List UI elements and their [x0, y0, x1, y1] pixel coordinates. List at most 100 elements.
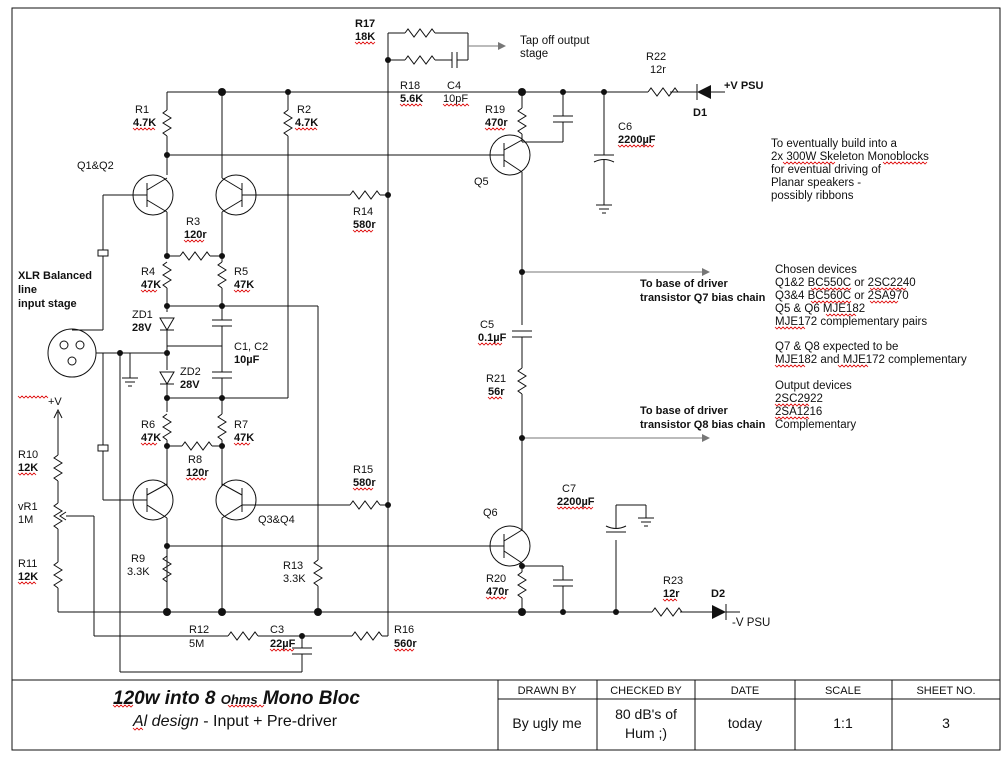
label-c1c2-val: 10µF	[234, 354, 260, 366]
drawing-title: 120w into 8 Ohms Mono Bloc	[113, 688, 360, 709]
label-r4-val: 47K	[141, 279, 161, 291]
q8-bias-line-2: transistor Q8 bias chain	[640, 419, 766, 431]
title-end: Mono Bloc	[258, 688, 361, 709]
label-c7-ref: C7	[562, 483, 576, 495]
xlr-label-3: input stage	[18, 298, 77, 310]
label-r18-ref: R18	[400, 80, 420, 92]
label-r19-ref: R19	[485, 104, 505, 116]
tap-off-line-1: Tap off output	[520, 35, 590, 47]
label-r21-ref: R21	[486, 373, 506, 385]
offset-trim-network	[53, 353, 389, 673]
xlr-connector	[47, 195, 167, 500]
label-r22-ref: R22	[646, 51, 666, 63]
drawn-by-header: DRAWN BY	[518, 685, 578, 697]
label-c4-ref: C4	[447, 80, 461, 92]
vplus-psu-label: +V PSU	[724, 80, 763, 92]
label-r16-val: 560r	[394, 638, 417, 650]
checked-by-value-2: Hum ;)	[625, 725, 667, 741]
note-output-2: 2SC2922	[775, 393, 823, 405]
date-header: DATE	[731, 685, 760, 697]
label-r23-val: 12r	[663, 588, 680, 600]
label-r14-val: 580r	[353, 219, 376, 231]
vminus-psu-label: -V PSU	[732, 617, 770, 629]
sheet-value: 3	[942, 715, 950, 731]
label-r2-val: 4.7K	[295, 117, 318, 129]
q1q2-label: Q1&Q2	[77, 160, 114, 172]
label-c7-val: 2200µF	[557, 496, 595, 508]
vas-stage	[489, 92, 710, 612]
subtitle-desc: - Input + Pre-driver	[199, 713, 338, 730]
label-r15-val: 580r	[353, 477, 376, 489]
misc-labels: Tap off output stage +V PSU -V PSU D1 D2…	[18, 35, 770, 629]
title-ohms: Ohms	[221, 692, 258, 707]
label-r5-ref: R5	[234, 266, 248, 278]
label-c1c2-ref: C1, C2	[234, 341, 268, 353]
psu-decoupling	[593, 84, 740, 620]
xlr-label-1: XLR Balanced	[18, 270, 92, 282]
label-r4-ref: R4	[141, 266, 155, 278]
checked-by-header: CHECKED BY	[610, 685, 682, 697]
xlr-label-2: line	[18, 284, 37, 296]
label-r14-ref: R14	[353, 206, 373, 218]
label-r17-val: 18K	[355, 31, 375, 43]
note-build-1: To eventually build into a	[771, 138, 898, 150]
label-r8-ref: R8	[188, 454, 202, 466]
q7-bias-line-1: To base of driver	[640, 278, 729, 290]
q7-bias-line-2: transistor Q7 bias chain	[640, 292, 766, 304]
feedback-network	[387, 28, 506, 612]
label-r20-ref: R20	[486, 573, 506, 585]
note-chosen-4: Q5 & Q6 MJE182	[775, 303, 865, 315]
subtitle-designer: Al design	[132, 713, 199, 730]
label-c5-ref: C5	[480, 319, 494, 331]
note-build-5: possibly ribbons	[771, 190, 854, 202]
label-r11-ref: R11	[18, 558, 37, 570]
label-r23-ref: R23	[663, 575, 683, 587]
label-r22-val: 12r	[650, 64, 666, 76]
q5-label: Q5	[474, 176, 489, 188]
wiring-left-column	[103, 92, 495, 612]
label-r15-ref: R15	[353, 464, 373, 476]
note-chosen-5: MJE172 complementary pairs	[775, 316, 927, 328]
drawn-by-value: By ugly me	[512, 715, 581, 731]
label-c4-val: 10pF	[443, 93, 468, 105]
note-chosen-3: Q3&4 BC560C or 2SA970	[775, 290, 909, 302]
note-build-3: for eventual driving of	[771, 164, 882, 176]
label-c5-val: 0.1µF	[478, 332, 507, 344]
sheet-border	[11, 7, 1001, 751]
note-q7q8-1: Q7 & Q8 expected to be	[775, 341, 898, 353]
label-vr1-val: 1M	[18, 514, 33, 526]
tap-off-line-2: stage	[520, 48, 548, 60]
label-zd2-ref: ZD2	[180, 366, 201, 378]
note-output-4: Complementary	[775, 419, 856, 431]
label-r9-ref: R9	[131, 553, 145, 565]
label-r3-ref: R3	[186, 216, 200, 228]
note-output-3: 2SA1216	[775, 406, 822, 418]
label-r6-val: 47K	[141, 432, 161, 444]
label-r12-val: 5M	[189, 638, 204, 650]
label-r7-ref: R7	[234, 419, 248, 431]
scale-header: SCALE	[825, 685, 861, 697]
label-r12-ref: R12	[189, 624, 209, 636]
title-block: 120w into 8 Ohms Mono Bloc Al design - I…	[12, 679, 1000, 750]
junction-dots	[117, 57, 619, 639]
label-r13-ref: R13	[283, 560, 303, 572]
note-chosen-2: Q1&2 BC550C or 2SC2240	[775, 277, 916, 289]
label-r9-val: 3.3K	[127, 566, 150, 578]
label-c6-ref: C6	[618, 121, 632, 133]
note-chosen-1: Chosen devices	[775, 264, 857, 276]
label-r16-ref: R16	[394, 624, 414, 636]
sheet-header: SHEET NO.	[916, 685, 975, 697]
label-r5-val: 47K	[234, 279, 254, 291]
label-r1-ref: R1	[135, 104, 149, 116]
note-build-2: 2x 300W Skeleton Monoblocks	[771, 151, 929, 163]
label-c6-val: 2200µF	[618, 134, 656, 146]
d2-label: D2	[711, 588, 725, 600]
q6-label: Q6	[483, 507, 498, 519]
notes: To eventually build into a 2x 300W Skele…	[771, 138, 967, 431]
label-r6-ref: R6	[141, 419, 155, 431]
label-r7-val: 47K	[234, 432, 254, 444]
scale-value: 1:1	[833, 715, 853, 731]
label-r8-val: 120r	[186, 467, 209, 479]
vplus-label: +V	[48, 396, 62, 408]
